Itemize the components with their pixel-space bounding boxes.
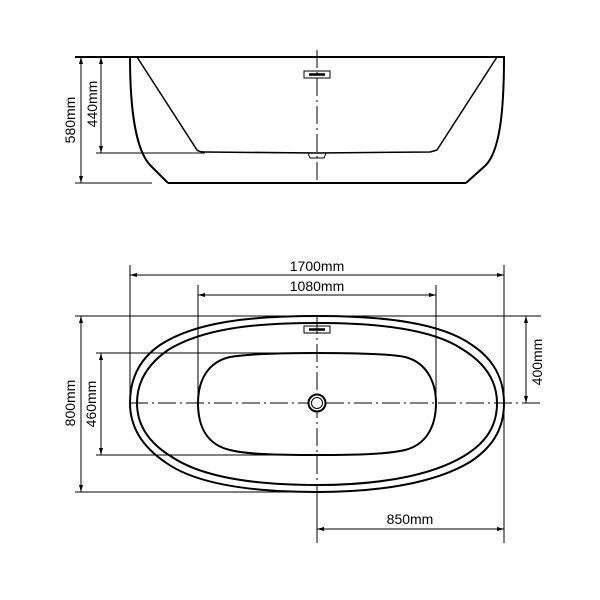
arrow-icon [99,146,103,153]
label-440: 440mm [84,80,100,128]
side-inner-basin [136,56,498,154]
plan-view [75,265,541,543]
arrow-icon [497,273,504,277]
arrow-icon [79,57,83,64]
arrow-icon [79,176,83,183]
label-1080: 1080mm [289,278,345,294]
arrow-icon [524,396,528,403]
arrow-icon [497,527,504,531]
arrow-icon [79,316,83,323]
arrow-icon [524,316,528,323]
plan-drain-inner-icon [311,397,323,409]
label-800: 800mm [62,379,78,427]
arrow-icon [99,448,103,455]
arrow-icon [99,353,103,360]
plan-overflow-icon [303,325,331,334]
arrow-icon [429,293,436,297]
side-view [75,50,505,184]
label-460: 460mm [83,380,99,428]
label-580: 580mm [62,96,78,144]
plan-basin [196,351,438,457]
plan-drain-icon [307,393,327,413]
side-outer-left [129,56,169,184]
label-850: 850mm [386,511,434,527]
arrow-icon [198,293,205,297]
label-1700: 1700mm [289,258,345,274]
label-400: 400mm [529,338,545,386]
arrow-icon [317,527,324,531]
side-outer-right [465,56,505,184]
arrow-icon [130,273,137,277]
arrow-icon [99,57,103,64]
arrow-icon [79,485,83,492]
